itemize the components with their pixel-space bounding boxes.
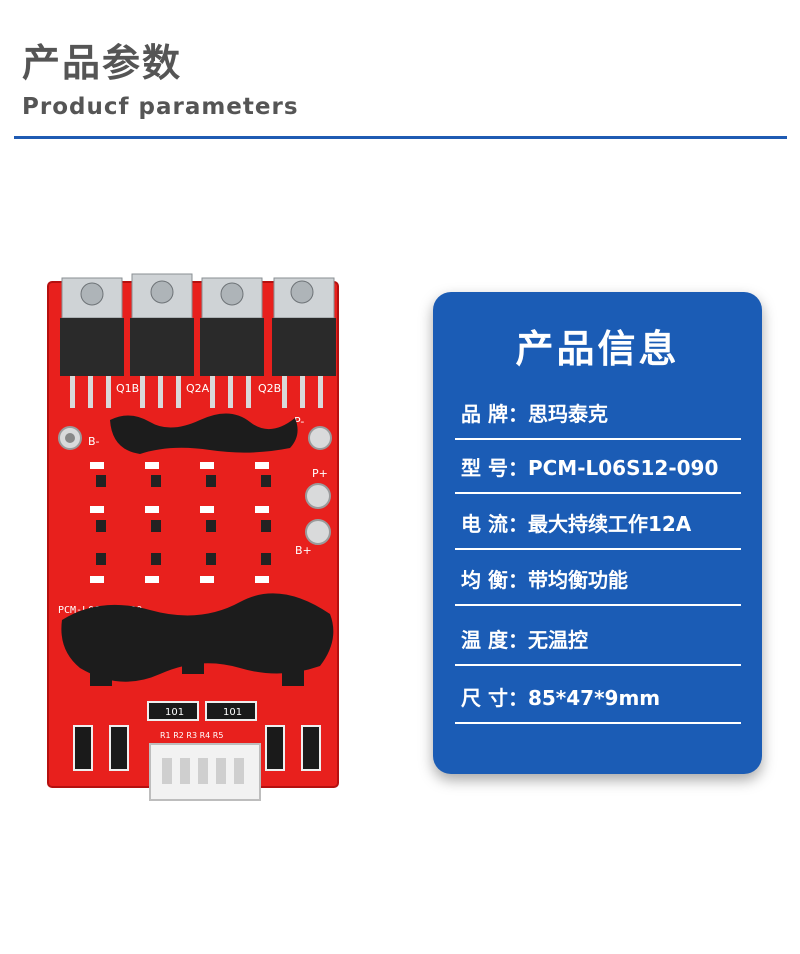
row-divider bbox=[455, 722, 741, 724]
spec-temperature: 温 度：无温控 bbox=[461, 628, 588, 652]
label-b-plus: B+ bbox=[295, 544, 312, 557]
spec-balance: 均 衡：带均衡功能 bbox=[461, 568, 628, 592]
row-divider bbox=[455, 604, 741, 606]
spec-row-temperature: 温 度：无温控 bbox=[455, 612, 741, 666]
row-divider bbox=[455, 492, 741, 494]
spec-brand: 品 牌：思玛泰克 bbox=[461, 402, 608, 426]
label-q2a: Q2A bbox=[186, 382, 210, 395]
spec-row-model: 型 号：PCM-L06S12-090 bbox=[455, 440, 741, 494]
row-divider bbox=[455, 664, 741, 666]
spec-model: 型 号：PCM-L06S12-090 bbox=[461, 456, 719, 480]
page-title: 产品参数 bbox=[22, 41, 183, 85]
spec-size: 尺 寸：85*47*9mm bbox=[461, 686, 661, 710]
label-b-minus: B- bbox=[88, 435, 100, 448]
label-q2b: Q2B bbox=[258, 382, 281, 395]
spec-row-balance: 均 衡：带均衡功能 bbox=[455, 552, 741, 606]
resistor-marking-2: 101 bbox=[223, 707, 242, 718]
card-title: 产品信息 bbox=[515, 327, 680, 371]
mosfet-2 bbox=[130, 273, 194, 408]
spec-current: 电 流：最大持续工作12A bbox=[461, 512, 692, 536]
label-p-minus: P- bbox=[294, 415, 304, 428]
header-divider bbox=[14, 136, 787, 139]
row-divider bbox=[455, 548, 741, 550]
product-image: Q1B Q2A Q2B B- P- P+ B+ bbox=[40, 270, 350, 830]
spec-row-current: 电 流：最大持续工作12A bbox=[455, 496, 741, 550]
product-info-card: 产品信息 品 牌：思玛泰克 型 号：PCM-L06S12-090 电 流：最大持… bbox=[433, 292, 762, 774]
spec-row-brand: 品 牌：思玛泰克 bbox=[455, 386, 741, 440]
page-subtitle: Producf parameters bbox=[22, 94, 299, 120]
label-p-plus: P+ bbox=[312, 467, 328, 480]
connector-pin-labels: R1 R2 R3 R4 R5 bbox=[160, 731, 223, 740]
mosfet-3 bbox=[200, 277, 264, 408]
row-divider bbox=[455, 438, 741, 440]
mosfet-4 bbox=[272, 277, 336, 408]
mosfet-1 bbox=[60, 277, 124, 408]
resistor-marking-1: 101 bbox=[165, 707, 184, 718]
label-q1b: Q1B bbox=[116, 382, 139, 395]
spec-row-size: 尺 寸：85*47*9mm bbox=[455, 670, 741, 724]
